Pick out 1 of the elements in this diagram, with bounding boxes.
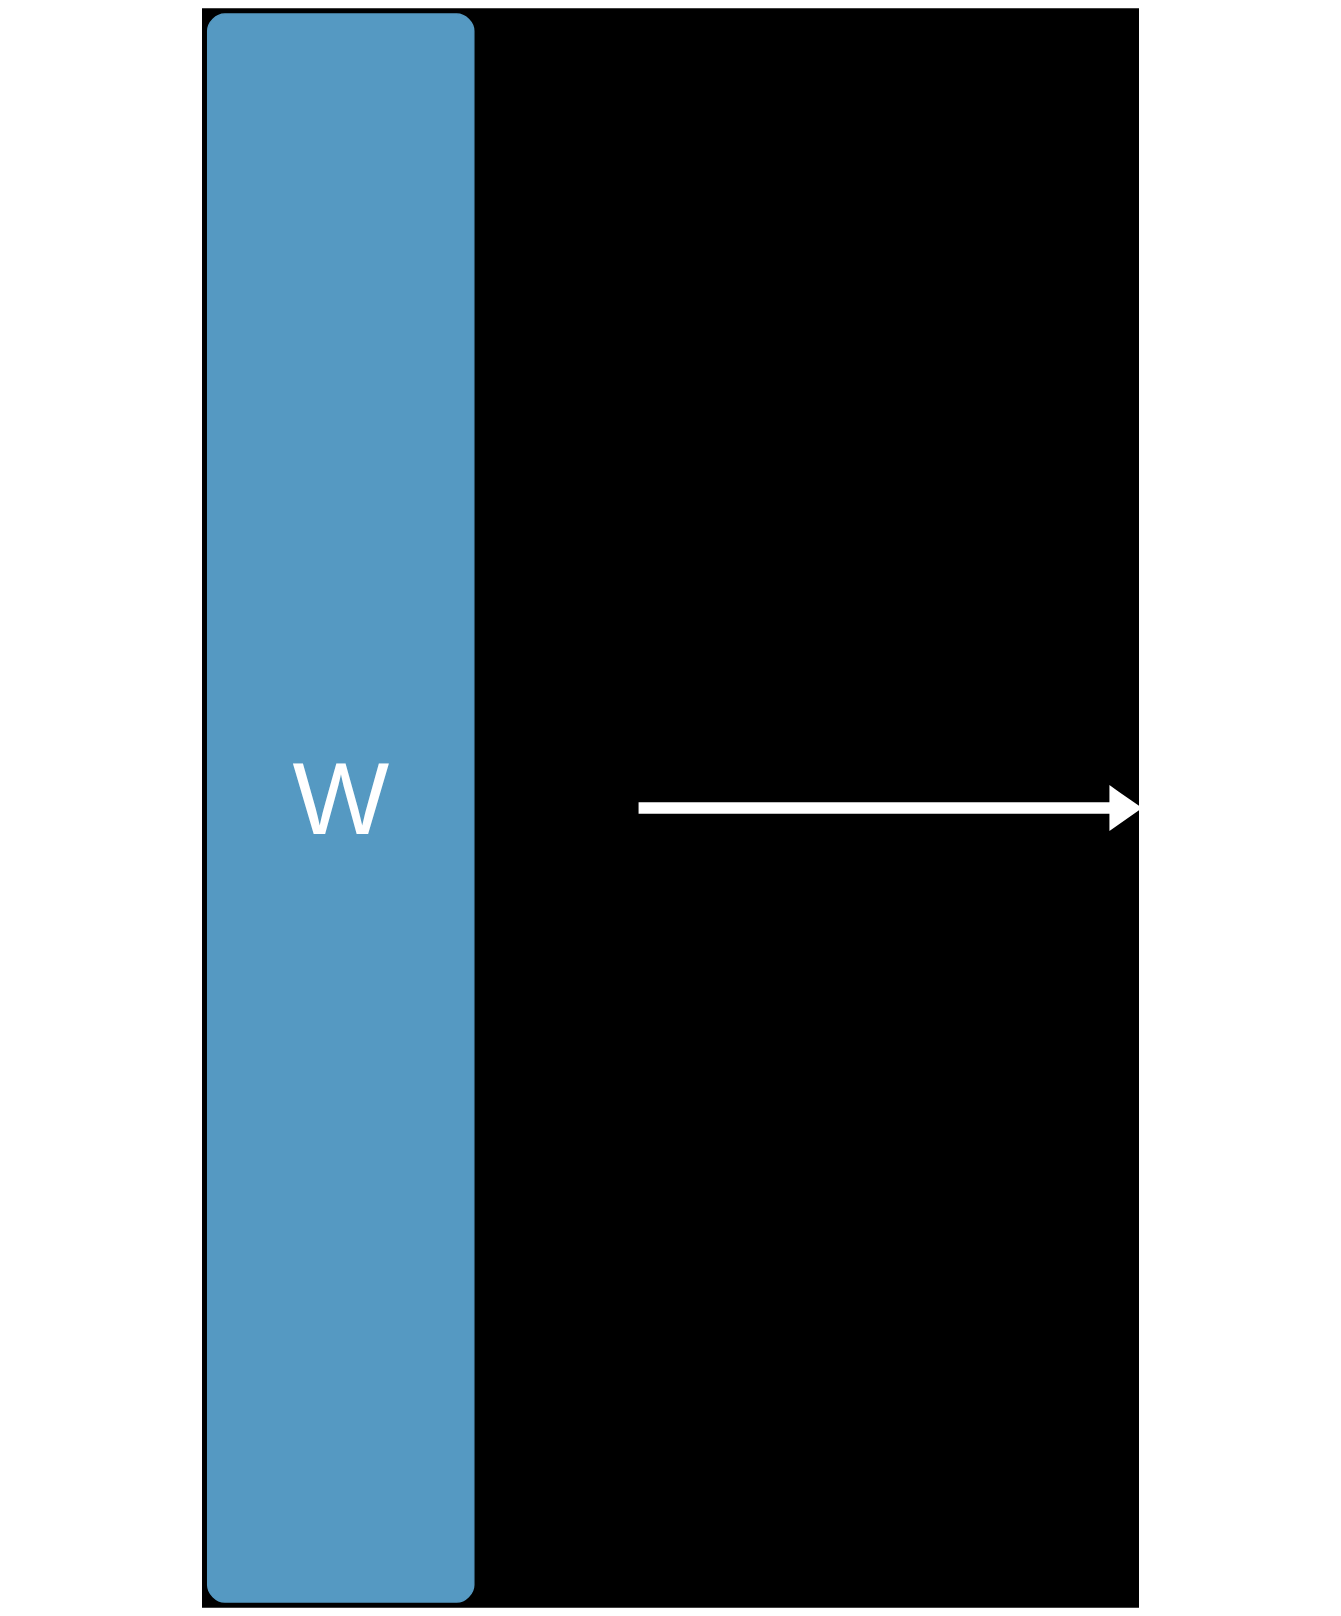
node-box: W (207, 13, 475, 1603)
